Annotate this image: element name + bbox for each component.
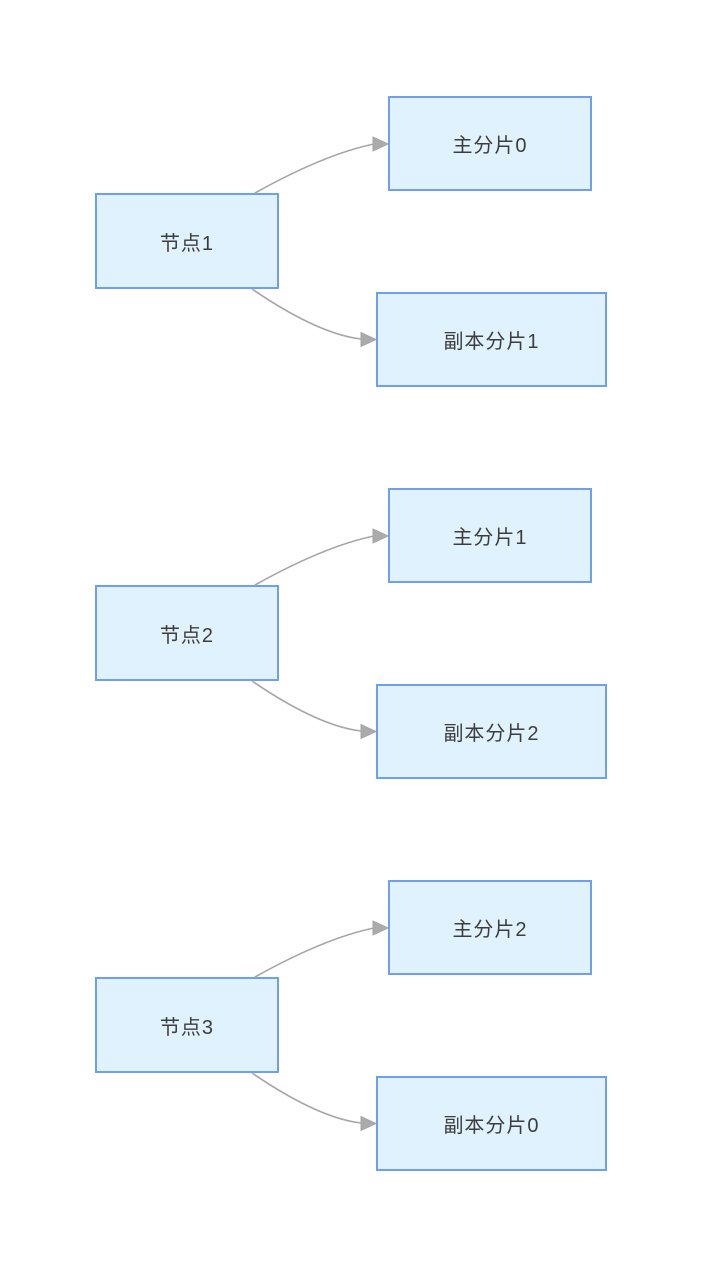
replica-shard-box-1: 副本分片1 (376, 292, 607, 387)
arrowhead-primary-icon (372, 920, 390, 936)
arrowhead-primary-icon (372, 528, 390, 544)
replica-shard-label: 副本分片0 (443, 1115, 540, 1137)
arrow-node-to-primary (254, 535, 375, 586)
node-label: 节点2 (159, 624, 215, 647)
shard-group-1: 主分片0 节点1 副本分片1 (0, 96, 701, 388)
node-box-2: 节点2 (95, 585, 279, 681)
node-box-1: 节点1 (95, 193, 279, 289)
replica-shard-box-3: 副本分片0 (376, 1076, 607, 1171)
node-label: 节点3 (159, 1016, 215, 1039)
replica-shard-box-2: 副本分片2 (376, 684, 607, 779)
arrowhead-replica-icon (360, 331, 378, 348)
arrow-node-to-primary (254, 927, 375, 978)
primary-shard-label: 主分片0 (452, 135, 528, 157)
arrowhead-replica-icon (360, 723, 378, 740)
primary-shard-label: 主分片2 (452, 919, 528, 941)
primary-shard-box-1: 主分片0 (388, 96, 592, 191)
arrow-node-to-replica (251, 288, 362, 340)
node-label: 节点1 (159, 232, 215, 255)
primary-shard-label: 主分片1 (452, 527, 528, 549)
node-box-3: 节点3 (95, 977, 279, 1073)
arrow-node-to-replica (251, 1072, 362, 1124)
arrow-node-to-primary (254, 143, 375, 194)
replica-shard-label: 副本分片1 (443, 331, 540, 353)
primary-shard-box-3: 主分片2 (388, 880, 592, 975)
arrowhead-primary-icon (372, 136, 390, 152)
shard-group-3: 主分片2 节点3 副本分片0 (0, 880, 701, 1172)
shard-group-2: 主分片1 节点2 副本分片2 (0, 488, 701, 780)
arrow-node-to-replica (251, 680, 362, 732)
primary-shard-box-2: 主分片1 (388, 488, 592, 583)
replica-shard-label: 副本分片2 (443, 723, 540, 745)
arrowhead-replica-icon (360, 1115, 378, 1132)
